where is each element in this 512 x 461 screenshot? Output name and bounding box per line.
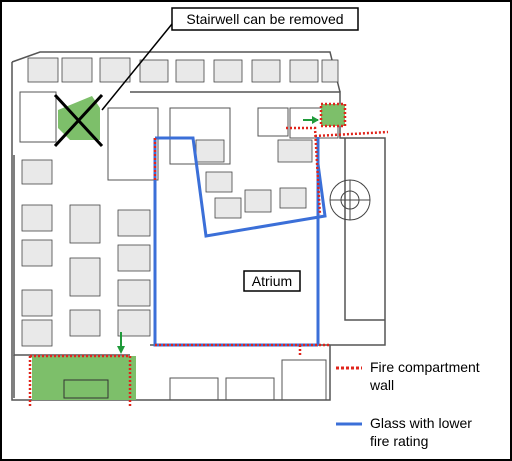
- cross-line-2: [53, 93, 104, 148]
- callout-pointer: [101, 23, 173, 111]
- legend: Fire compartment wall Glass with lower f…: [336, 359, 480, 449]
- exit-arrow-right-head: [312, 116, 319, 124]
- atrium-label-box: Atrium: [243, 270, 301, 292]
- stairwell-top-right-area: [321, 104, 345, 126]
- stairwell-top-right: [303, 102, 347, 128]
- desk-column-left: [21, 159, 151, 347]
- legend-glass-line1: Glass with lower: [370, 415, 472, 431]
- legend-glass-line2: fire rating: [370, 433, 428, 449]
- callout-text: Stairwell can be removed: [186, 11, 343, 27]
- legend-fire-line2: wall: [369, 377, 394, 393]
- desk-cluster-atrium: [195, 139, 313, 219]
- removable-stairwell: [53, 93, 104, 148]
- desk-row-top: [27, 57, 339, 83]
- callout: Stairwell can be removed: [101, 7, 359, 111]
- stairwell-bottom-left: [32, 332, 136, 400]
- stairwell-bottom-left-area: [32, 356, 136, 400]
- atrium-label: Atrium: [252, 273, 292, 289]
- callout-box: [171, 7, 359, 31]
- legend-fire-line1: Fire compartment: [370, 359, 480, 375]
- fire-compartment-walls: [28, 126, 389, 408]
- spiral-stair-right: [329, 179, 371, 221]
- rooms-bottom: [169, 359, 327, 401]
- exit-arrow-down-head: [117, 346, 125, 354]
